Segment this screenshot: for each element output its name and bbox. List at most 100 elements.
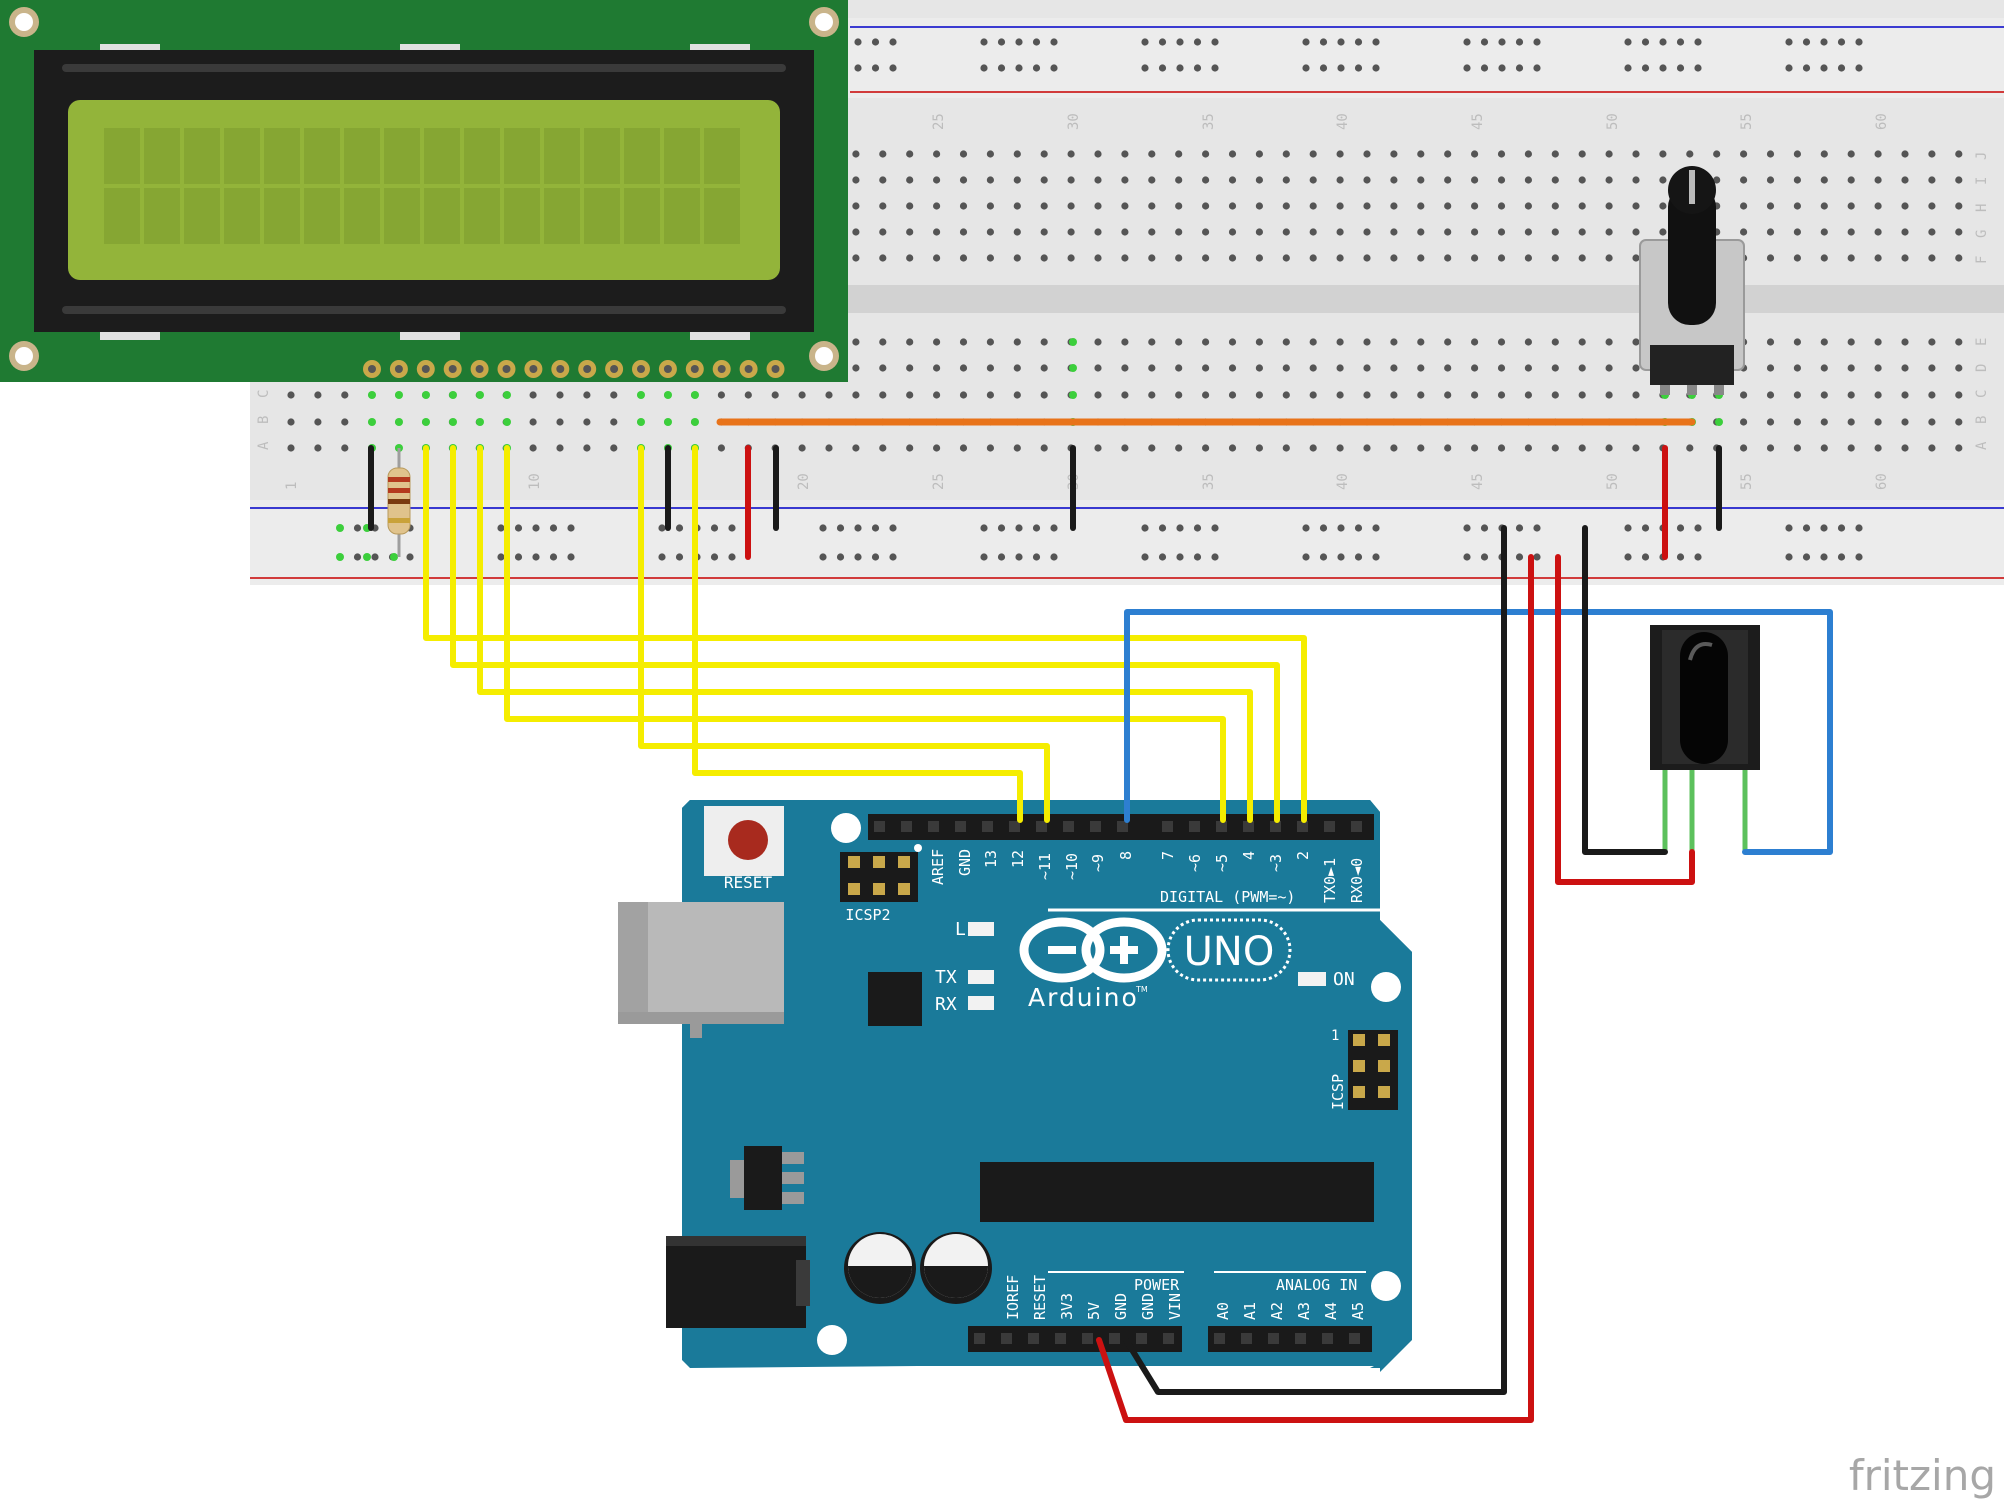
power-header — [968, 1326, 1182, 1352]
wire-blue-signal — [1124, 609, 1833, 855]
led-rx-label: RX — [935, 994, 957, 1015]
svg-text:A: A — [256, 441, 272, 450]
svg-text:VIN: VIN — [1166, 1293, 1184, 1320]
reset-button[interactable] — [704, 806, 784, 876]
svg-text:25: 25 — [931, 113, 947, 130]
svg-text:60: 60 — [1874, 473, 1890, 490]
svg-text:GND: GND — [1139, 1293, 1157, 1320]
svg-text:F: F — [1974, 256, 1990, 264]
microcontroller — [980, 1162, 1374, 1222]
svg-text:GND: GND — [956, 849, 974, 876]
svg-text:8: 8 — [1117, 851, 1135, 860]
header-pads — [874, 821, 1362, 1344]
wire-yellow-d2 — [423, 445, 1307, 823]
power-jack — [666, 1238, 806, 1328]
wire-red-5v — [1096, 554, 1534, 1423]
svg-text:2: 2 — [1294, 851, 1312, 860]
wire-yellow-d11 — [638, 445, 1050, 823]
digital-pin-labels: AREF GND 13 12 ~11 ~10 ~9 8 7 ~6 ~5 4 ~3… — [929, 849, 1366, 903]
lcd-module — [0, 0, 848, 382]
led-tx-label: TX — [935, 967, 957, 988]
svg-text:C: C — [1974, 390, 1990, 398]
svg-text:A2: A2 — [1268, 1302, 1286, 1320]
svg-text:20: 20 — [796, 473, 812, 490]
svg-text:30: 30 — [1066, 113, 1082, 130]
svg-text:7: 7 — [1159, 851, 1177, 860]
digital-header-right — [1156, 814, 1374, 840]
svg-text:E: E — [1974, 338, 1990, 346]
wires — [423, 445, 1833, 1423]
wire-black-ir-gnd — [1582, 525, 1668, 855]
trademark-mark: TM — [1135, 985, 1148, 994]
svg-text:40: 40 — [1335, 113, 1351, 130]
svg-text:~3: ~3 — [1267, 854, 1285, 872]
svg-text:G: G — [1974, 230, 1990, 238]
icsp-header — [1348, 1030, 1398, 1110]
svg-text:25: 25 — [931, 473, 947, 490]
led-on-label: ON — [1333, 969, 1355, 990]
svg-text:13: 13 — [982, 850, 1000, 868]
svg-text:12: 12 — [1009, 850, 1027, 868]
svg-text:IOREF: IOREF — [1004, 1275, 1022, 1320]
model-label: UNO — [1184, 929, 1275, 975]
svg-text:RX0◄0: RX0◄0 — [1348, 858, 1366, 903]
svg-text:50: 50 — [1605, 113, 1621, 130]
svg-text:A: A — [1974, 441, 1990, 450]
svg-text:AREF: AREF — [929, 849, 947, 885]
svg-text:55: 55 — [1739, 473, 1755, 490]
lcd-mounting-holes — [9, 7, 839, 371]
wire-yellow-d4 — [477, 445, 1253, 823]
potentiometer — [1639, 166, 1745, 395]
icsp2-label: ICSP2 — [845, 906, 890, 924]
svg-text:~11: ~11 — [1036, 853, 1054, 880]
icsp-pin1-label: 1 — [1331, 1028, 1339, 1044]
svg-text:D: D — [1974, 364, 1990, 372]
arduino-uno: RESET ICSP2 L TX RX ON UNO Arduino — [618, 800, 1412, 1372]
led-l-label: L — [955, 919, 966, 940]
svg-text:C: C — [256, 390, 272, 398]
svg-text:60: 60 — [1874, 113, 1890, 130]
svg-text:B: B — [1974, 416, 1990, 424]
svg-text:10: 10 — [527, 473, 543, 490]
icsp-label: ICSP — [1329, 1074, 1347, 1110]
svg-text:A0: A0 — [1214, 1302, 1232, 1320]
capacitors — [844, 1232, 992, 1304]
svg-text:40: 40 — [1335, 473, 1351, 490]
svg-text:35: 35 — [1201, 113, 1217, 130]
ir-receiver — [1650, 625, 1760, 852]
analog-title: ANALOG IN — [1276, 1276, 1357, 1294]
svg-text:A1: A1 — [1241, 1302, 1259, 1320]
svg-text:4: 4 — [1240, 851, 1258, 860]
analog-pin-labels: A0 A1 A2 A3 A4 A5 — [1214, 1302, 1367, 1320]
svg-text:~9: ~9 — [1089, 854, 1107, 872]
wire-yellow-d3 — [450, 445, 1280, 823]
svg-text:50: 50 — [1605, 473, 1621, 490]
svg-text:B: B — [256, 416, 272, 424]
svg-text:~10: ~10 — [1063, 853, 1081, 880]
svg-text:A4: A4 — [1322, 1302, 1340, 1320]
svg-text:5V: 5V — [1085, 1302, 1103, 1320]
svg-text:45: 45 — [1470, 113, 1486, 130]
svg-text:~6: ~6 — [1186, 854, 1204, 872]
svg-text:1: 1 — [284, 482, 300, 490]
svg-text:H: H — [1974, 204, 1990, 212]
icsp2-header — [840, 852, 918, 902]
wire-yellow-d5 — [504, 445, 1226, 823]
breadboard-jumpers — [368, 418, 1722, 560]
svg-text:GND: GND — [1112, 1293, 1130, 1320]
reset-label: RESET — [724, 873, 773, 892]
digital-title: DIGITAL (PWM=~) — [1160, 888, 1295, 906]
svg-text:~5: ~5 — [1213, 854, 1231, 872]
arduino-wordmark: Arduino — [1028, 983, 1139, 1012]
wire-yellow-d12 — [692, 445, 1023, 823]
svg-text:45: 45 — [1470, 473, 1486, 490]
power-pin-labels: IOREF RESET 3V3 5V GND GND VIN — [1004, 1275, 1184, 1320]
arduino-logo: UNO Arduino TM — [1019, 917, 1292, 1012]
svg-text:35: 35 — [1201, 473, 1217, 490]
lcd-character-cells — [104, 128, 740, 244]
svg-text:TX0►1: TX0►1 — [1321, 858, 1339, 903]
fritzing-watermark: fritzing — [1849, 1451, 1996, 1500]
lcd-header-pins — [363, 360, 785, 378]
svg-text:3V3: 3V3 — [1058, 1293, 1076, 1320]
